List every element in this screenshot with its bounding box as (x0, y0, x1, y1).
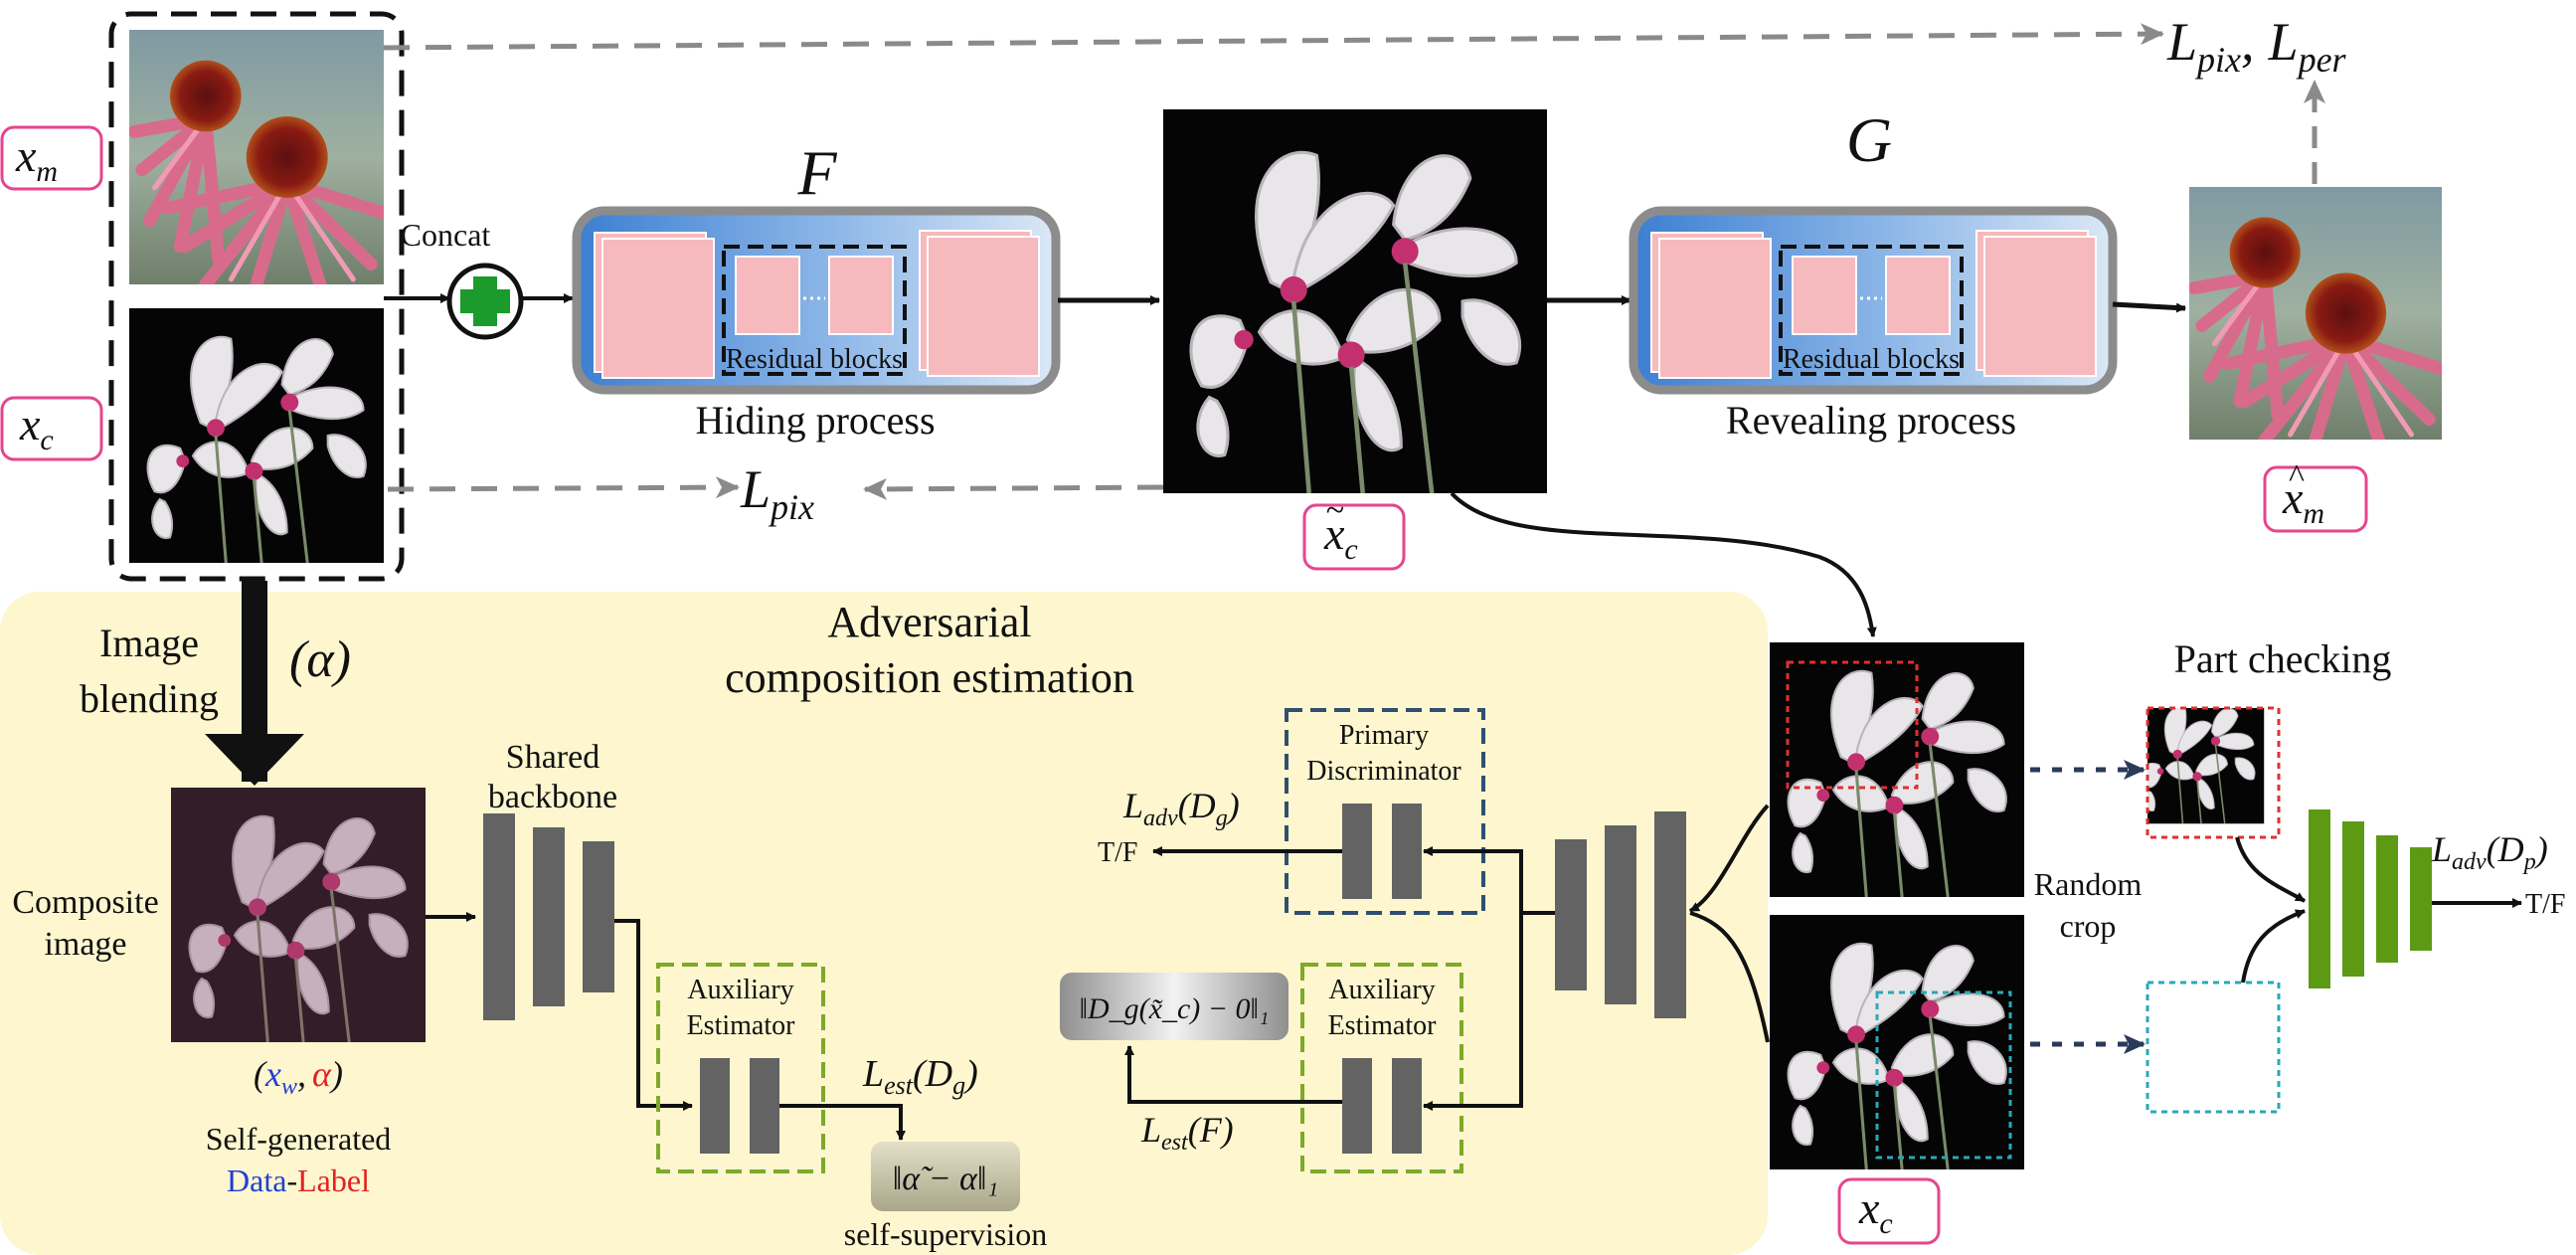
ace-title-line2: composition estimation (725, 653, 1134, 702)
backbone-to-aux-path (614, 919, 693, 1111)
crop-patch-top (2133, 692, 2264, 823)
revealing-network (1629, 206, 2118, 395)
est-dg-label: Lest(Dg) (862, 1053, 978, 1100)
secret-label: xm (15, 130, 58, 188)
container-image (1163, 109, 1547, 493)
selfsup-formula: ‖α̃ − α‖₁ (893, 1161, 999, 1197)
shared-backbone-line1: Shared (506, 739, 600, 776)
cover-label-box (0, 396, 103, 461)
cover-label: xc (19, 399, 54, 456)
reveal-to-output-arrow (2112, 301, 2186, 313)
tf-left-label: T/F (1098, 837, 1137, 868)
discriminator-backbone (1555, 811, 1686, 1018)
revealing-process-label: Revealing process (1726, 398, 2016, 443)
container-crop-box (1786, 660, 1919, 790)
crop-patch-bottom-border (2146, 981, 2281, 1114)
cover-image-small (1770, 915, 2024, 1169)
aux-estimator-2-line2: Estimator (1328, 1010, 1438, 1041)
cover-small-label-box (1837, 1177, 1941, 1245)
aux-estimator-line1: Auxiliary (687, 975, 793, 1005)
blending-label-line1: Image (99, 621, 199, 665)
part-checking-title: Part checking (2174, 636, 2392, 681)
primary-discriminator-box (1285, 708, 1485, 915)
secret-to-loss-arrow (383, 23, 2164, 51)
hiding-process-label: Hiding process (695, 398, 935, 443)
cover-image (129, 308, 384, 563)
pix-loss-label: Lpix (740, 459, 814, 527)
random-crop-line2: crop (2060, 908, 2117, 944)
hiding-network (572, 206, 1061, 395)
adv-dg-label: Ladv(Dg) (1122, 786, 1240, 831)
patch-top-to-disc-path (2235, 836, 2306, 903)
shared-backbone (483, 813, 614, 1020)
aux-estimator-box (656, 963, 825, 1173)
concat-plus (460, 276, 510, 326)
aux-estimator-blocks (700, 1058, 779, 1154)
revealed-image (2189, 187, 2442, 440)
container-to-discriminator-path (1450, 491, 1877, 637)
patch-discriminator (2309, 809, 2432, 988)
revealing-net-label: G (1846, 104, 1892, 175)
input-pair-dashed-box (108, 11, 405, 582)
self-generated-label: Self-generated (206, 1121, 392, 1157)
aux-estimator-2-line1: Auxiliary (1328, 975, 1435, 1005)
revealing-residual-label: Residual blocks (1783, 344, 1960, 375)
adv-dp-label: Ladv(Dp) (2431, 829, 2548, 875)
random-crop-line1: Random (2034, 866, 2143, 902)
data-label-label: Data-Label (227, 1163, 370, 1198)
blending-alpha: (α) (289, 631, 351, 688)
composite-overlay (171, 788, 426, 1042)
selfsup-label: self-supervision (844, 1216, 1047, 1252)
patch-bottom-to-disc-path (2241, 909, 2306, 984)
secret-image (129, 30, 384, 284)
concat-label: Concat (401, 217, 491, 253)
aux-estimator-2-box (1300, 963, 1463, 1173)
primary-line2: Discriminator (1306, 756, 1461, 787)
cover-crop-box (1875, 990, 2012, 1160)
ace-title-line1: Adversarial (827, 598, 1031, 646)
primary-discriminator-blocks (1342, 804, 1422, 899)
container-label: xc (1323, 508, 1358, 566)
norm-box (1060, 973, 1288, 1040)
container-label-tilde: ~ (1326, 492, 1344, 529)
aux2-to-norm-path (1124, 1045, 1342, 1104)
shared-backbone-line2: backbone (488, 779, 617, 815)
data-label-pair: (xw,α) (254, 1054, 343, 1100)
revealed-label: xm (2282, 472, 2324, 530)
secret-label-box (0, 125, 103, 191)
cover-into-backbone-path (1689, 911, 1770, 1043)
crop-patch-top-border (2146, 706, 2281, 839)
backbone-to-aux2-path (1423, 911, 1555, 1111)
container-label-box (1302, 503, 1406, 571)
container-into-backbone-path (1688, 804, 1770, 913)
selfsup-box (871, 1142, 1020, 1211)
blending-arrow-head (205, 734, 304, 786)
revealed-label-box (2263, 465, 2368, 533)
tf-right-label: T/F (2525, 889, 2565, 920)
composite-label-line1: Composite (12, 884, 158, 921)
norm-formula: ‖D_g(x̃_c) − 0‖₁ (1080, 992, 1270, 1025)
container-image-small (1770, 642, 2024, 897)
primary-line1: Primary (1339, 720, 1429, 751)
blending-label-line2: blending (80, 676, 219, 721)
container-to-pix-arrow (863, 477, 1164, 500)
revealed-label-hat: ^ (2289, 458, 2305, 495)
cover-small-label: xc (1858, 1182, 1893, 1240)
aux-estimator-line2: Estimator (687, 1010, 796, 1041)
hiding-residual-label: Residual blocks (726, 344, 903, 375)
composite-label-line2: image (44, 926, 126, 963)
hiding-net-label: F (796, 137, 837, 208)
ace-panel-background (0, 592, 1768, 1255)
top-loss-label: Lpix,Lper (2166, 12, 2347, 80)
est-f-label: Lest(F) (1140, 1110, 1234, 1156)
aux-to-selfsup-path (779, 1104, 906, 1141)
aux-estimator-2-blocks (1342, 1058, 1422, 1154)
cover-to-pix-arrow (387, 476, 740, 499)
